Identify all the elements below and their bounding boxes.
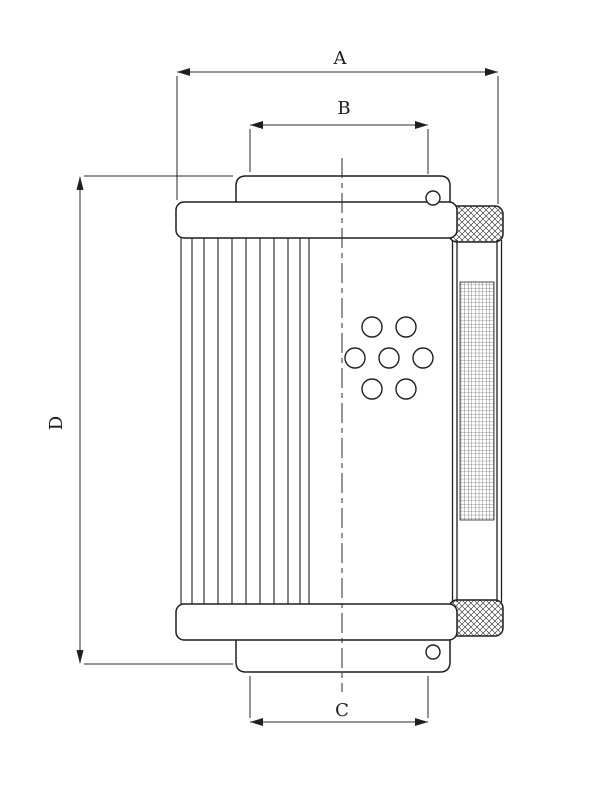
dim-label-b: B xyxy=(337,98,350,119)
arrowhead xyxy=(250,718,263,726)
dimension-b xyxy=(249,121,429,174)
pleated-media xyxy=(180,238,310,604)
arrowhead xyxy=(250,121,263,129)
dimension-d xyxy=(76,175,233,665)
dim-label-a: A xyxy=(333,48,348,69)
arrowhead xyxy=(415,718,428,726)
o-ring-top xyxy=(425,190,441,206)
dim-label-d: D xyxy=(46,416,67,430)
arrowhead xyxy=(485,68,498,76)
perforation-holes xyxy=(344,316,434,400)
dimension-a xyxy=(176,68,499,204)
bottom-collar xyxy=(235,631,451,673)
arrowhead xyxy=(76,650,84,664)
top-end-cap xyxy=(175,201,458,239)
o-ring-bottom xyxy=(425,644,441,660)
arrowhead xyxy=(415,121,428,129)
bottom-end-cap xyxy=(175,603,458,641)
dimension-c xyxy=(249,676,429,726)
mesh-screen xyxy=(459,281,495,521)
dim-label-c: C xyxy=(335,700,349,721)
arrowhead xyxy=(177,68,190,76)
arrowhead xyxy=(76,176,84,190)
outer-shell-walls xyxy=(451,240,503,602)
